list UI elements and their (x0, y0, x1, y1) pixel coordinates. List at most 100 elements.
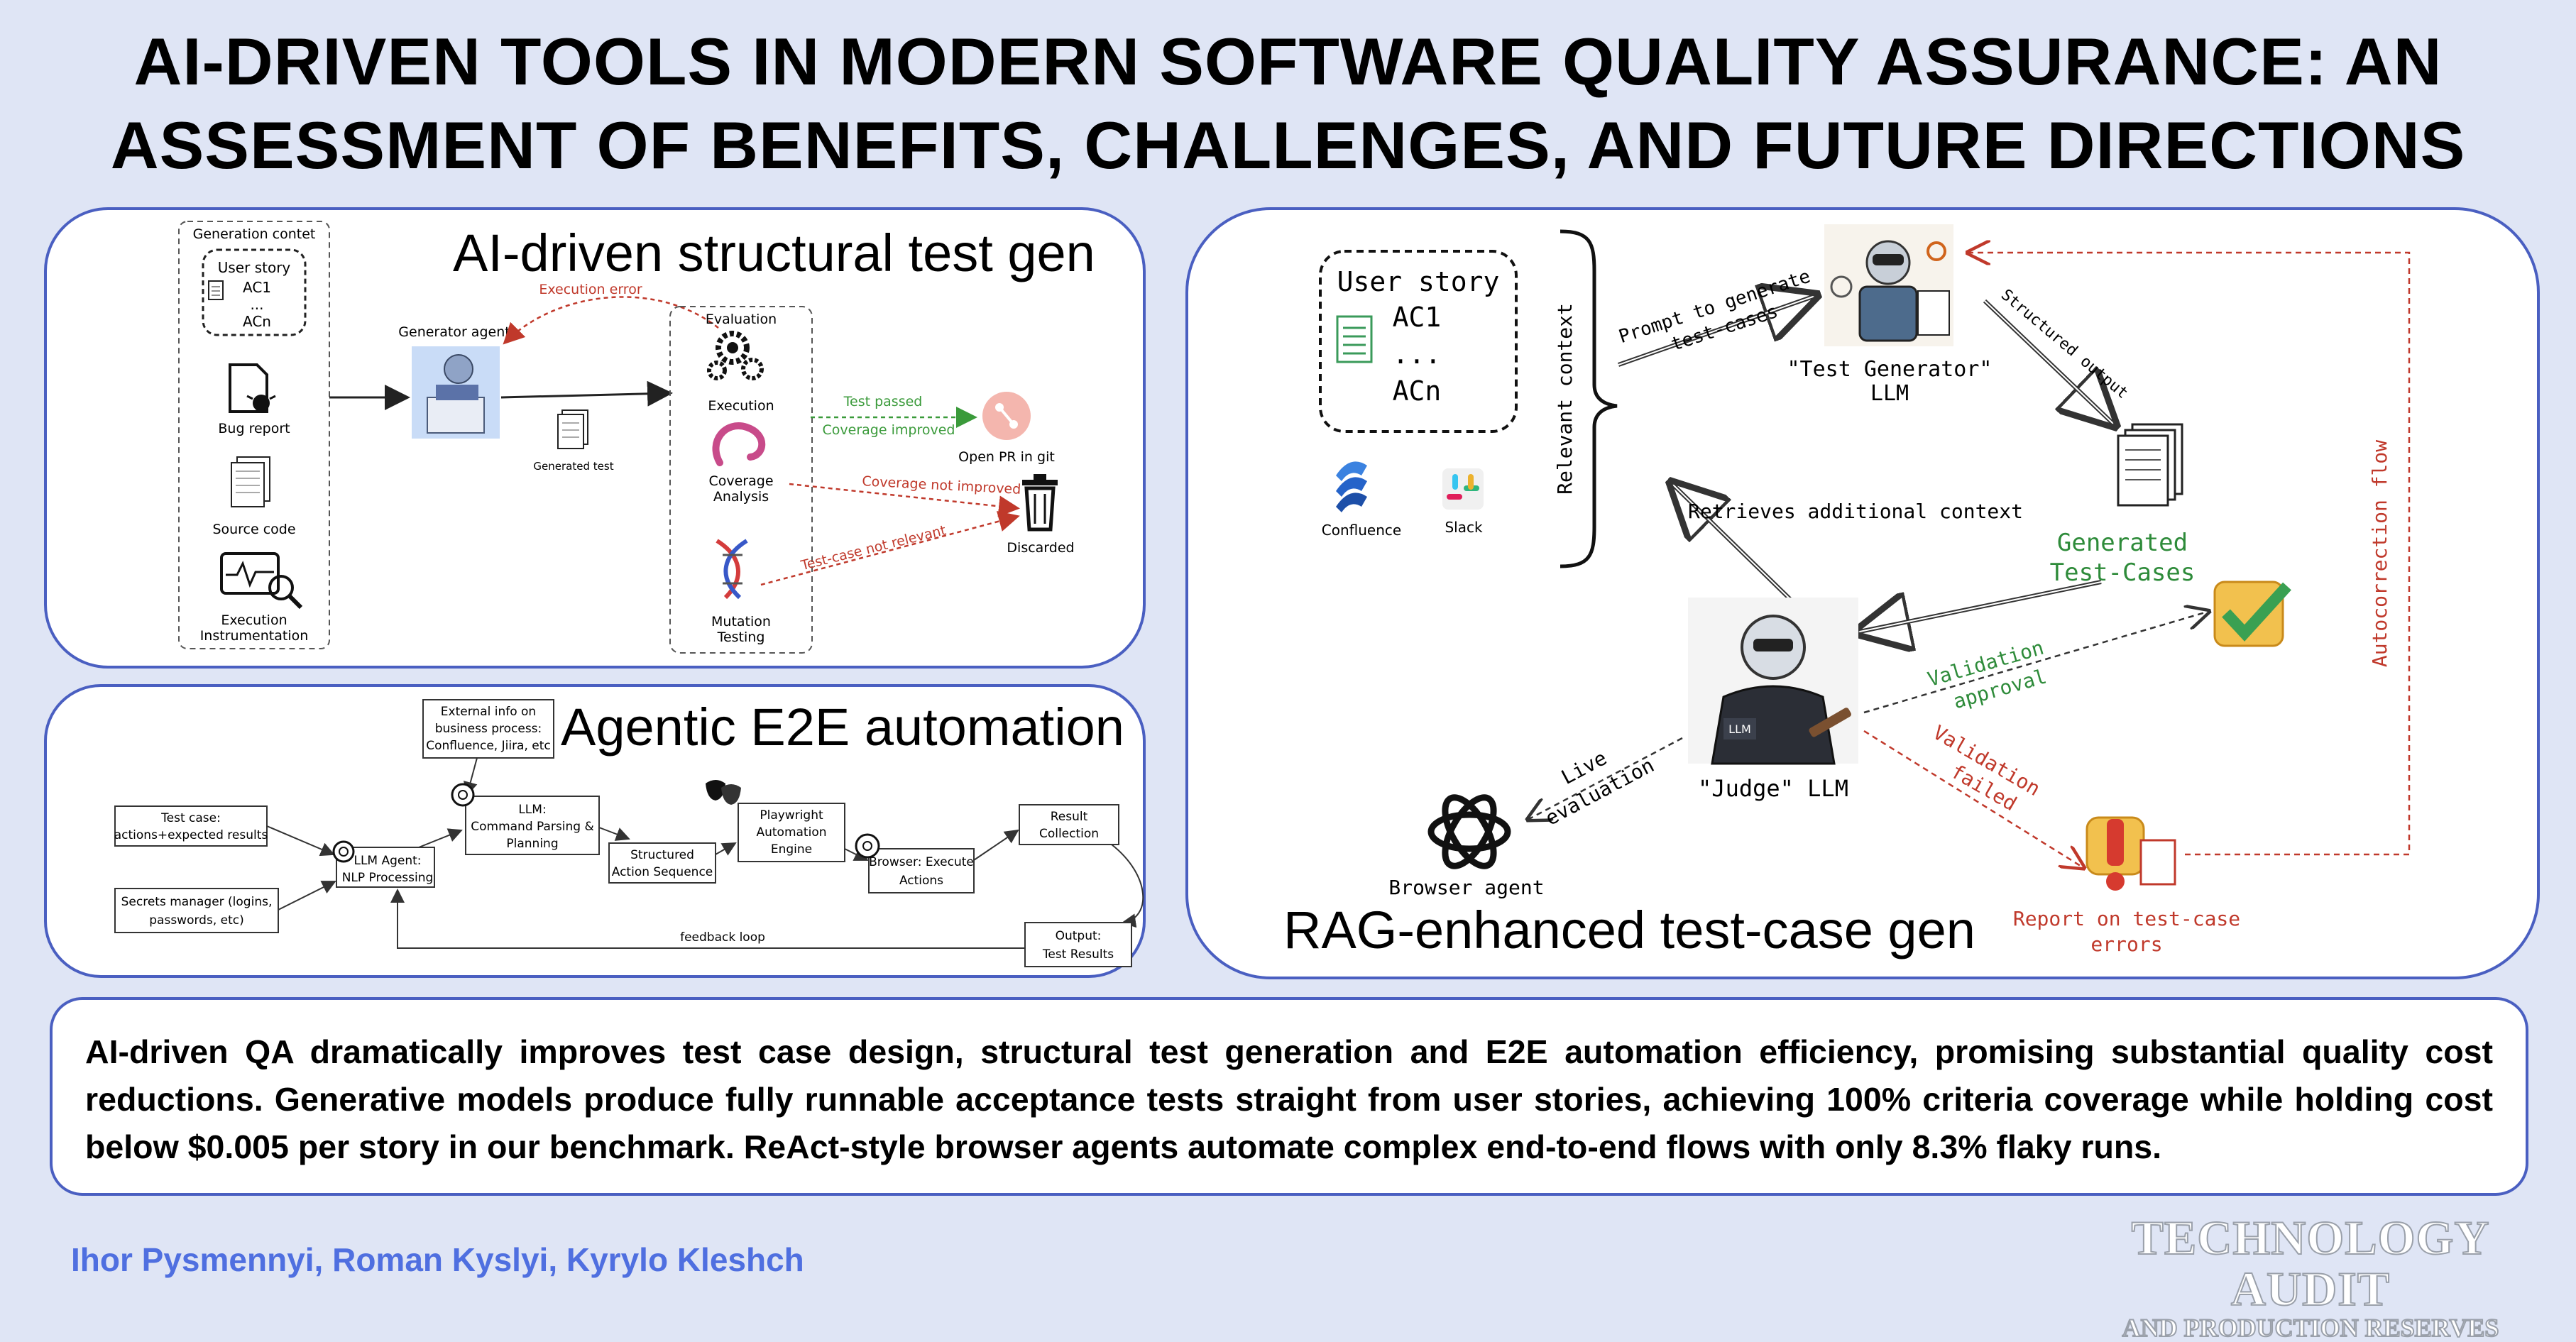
generated-test-cases-icon (2117, 423, 2183, 507)
user-story-label: User story (218, 259, 291, 276)
external-info-line-3: Confluence, Jiira, etc (426, 739, 551, 753)
discarded-label: Discarded (1007, 540, 1074, 556)
e2e-panel-title: Agentic E2E automation (561, 698, 1124, 757)
output-line-1: Output: (1056, 929, 1102, 943)
generated-to-judge-arrow-inner (1859, 581, 2102, 632)
slack-label: Slack (1445, 519, 1483, 536)
secrets-line-1: Secrets manager (logins, (121, 895, 273, 909)
rag-diagram: User story AC1 ... ACn Confluence Slack … (1319, 224, 2411, 956)
browser-agent-label: Browser agent (1388, 876, 1544, 899)
generator-to-evaluation-arrow (500, 380, 673, 407)
coverage-label-2: Analysis (713, 489, 769, 505)
error-report-icon (2086, 816, 2176, 891)
summary-box: AI-driven QA dramatically improves test … (50, 997, 2528, 1196)
generation-context-box (178, 221, 330, 649)
external-info-line-1: External info on (441, 705, 536, 719)
generated-test-icon (557, 409, 588, 449)
test-case-not-relevant-arrow (760, 510, 1020, 586)
report-label-2: errors (2090, 933, 2162, 956)
rag-user-story-label: User story (1337, 266, 1500, 297)
relevant-context-label: Relevant context (1553, 303, 1577, 495)
rag-user-story-doc-icon (1336, 315, 1373, 363)
browser-line-2: Actions (899, 874, 943, 888)
playwright-box (738, 803, 845, 862)
theater-masks-icon (706, 780, 741, 805)
llm-agent-line-2: NLP Processing (342, 871, 434, 885)
validation-failed-arrow (1863, 730, 2083, 867)
test-generator-label-1: "Test Generator" (1787, 357, 1993, 382)
rag-test-case-gen-panel: User story AC1 ... ACn Confluence Slack … (1185, 207, 2540, 979)
generator-agent-label: Generator agent (398, 324, 510, 340)
live-evaluation-arrow (1529, 737, 1683, 819)
openai-icon (332, 840, 355, 863)
coverage-analysis-icon (712, 422, 766, 466)
result-line-2: Collection (1039, 827, 1099, 841)
playwright-to-browser-arrow (844, 848, 869, 861)
result-to-output-arrow (1111, 844, 1144, 928)
rag-dots-label: ... (1393, 339, 1442, 370)
journal-name-line-2: AND PRODUCTION RESERVES (2122, 1314, 2500, 1342)
coverage-improved-label: Coverage improved (823, 422, 955, 438)
llm-to-structured-arrow (598, 827, 630, 841)
test-case-line-2: actions+expected results (114, 828, 268, 842)
prompt-arrow-inner (1618, 296, 1814, 365)
rag-panel-title: RAG-enhanced test-case gen (1283, 901, 1975, 959)
git-pr-icon (982, 392, 1031, 440)
evaluation-label: Evaluation (706, 312, 777, 327)
structured-output-arrow-inner (1984, 300, 2113, 424)
e2e-automation-panel: External info on business process: Confl… (44, 684, 1146, 978)
test-generator-label-2: LLM (1870, 381, 1909, 406)
structured-action-box (608, 842, 716, 884)
poster-title: AI-DRIVEN TOOLS IN MODERN SOFTWARE QUALI… (0, 20, 2576, 187)
slack-icon (1442, 468, 1484, 510)
browser-icon (855, 833, 880, 859)
evaluation-box (669, 306, 813, 654)
acn-label: ACn (243, 313, 271, 330)
approved-check-icon (2213, 581, 2291, 647)
llm-line-2: Command Parsing & (471, 820, 593, 834)
trash-bin-icon (1022, 474, 1058, 532)
poster: AI-DRIVEN TOOLS IN MODERN SOFTWARE QUALI… (0, 20, 2576, 1342)
execution-instrumentation-icon (220, 552, 303, 610)
relevant-context-brace (1560, 229, 1618, 568)
secrets-manager-box (114, 888, 279, 933)
structural-panel-title: AI-driven structural test gen (453, 224, 1095, 282)
llm-command-box (465, 796, 600, 855)
confluence-label: Confluence (1322, 522, 1401, 539)
source-code-icon (231, 456, 270, 507)
test-case-not-relevant-label: Test-case not relevant (799, 522, 948, 573)
secrets-to-agent-arrow (278, 881, 336, 911)
structural-diagram: Generation contet User story AC1 ... ACn… (178, 221, 1075, 654)
openai-icon-2 (451, 783, 475, 807)
authors: Ihor Pysmennyi, Roman Kyslyi, Kyrylo Kle… (71, 1241, 804, 1278)
structured-output-label: Structured output (1997, 286, 2132, 402)
mutation-label-2: Testing (717, 629, 765, 645)
execution-label: Execution (708, 398, 774, 414)
coverage-not-improved-arrow (789, 483, 1020, 517)
test-generator-robot-icon (1824, 224, 1953, 346)
judge-robot-icon (1688, 598, 1858, 765)
llm-line-3: Planning (506, 837, 558, 851)
browser-line-1: Browser: Execute (869, 855, 974, 869)
feedback-loop-arrow (390, 889, 1025, 949)
judge-label: "Judge" LLM (1698, 775, 1848, 802)
judge-llm-badge: LLM (1728, 722, 1751, 736)
execution-error-arrow (503, 296, 719, 345)
bug-report-icon (229, 363, 276, 413)
playwright-line-2: Automation (756, 825, 826, 840)
user-story-box (202, 248, 307, 336)
retrieves-label: Retrieves additional context (1688, 500, 2023, 523)
llm-line-1: LLM: (518, 803, 546, 817)
test-case-box (114, 805, 268, 847)
source-code-label: Source code (212, 522, 295, 537)
journal-name-line-1: TECHNOLOGY AUDIT (2131, 1211, 2490, 1316)
rag-user-story-box (1319, 250, 1518, 433)
result-collection-box (1019, 804, 1119, 845)
test-passed-label: Test passed (843, 394, 923, 409)
mutation-label-1: Mutation (711, 614, 771, 629)
generation-context-label: Generation contet (193, 226, 316, 242)
execution-instrumentation-label-2: Instrumentation (200, 628, 309, 644)
secrets-line-2: passwords, etc) (149, 913, 243, 928)
result-line-1: Result (1051, 810, 1088, 824)
open-pr-label: Open PR in git (958, 449, 1055, 465)
